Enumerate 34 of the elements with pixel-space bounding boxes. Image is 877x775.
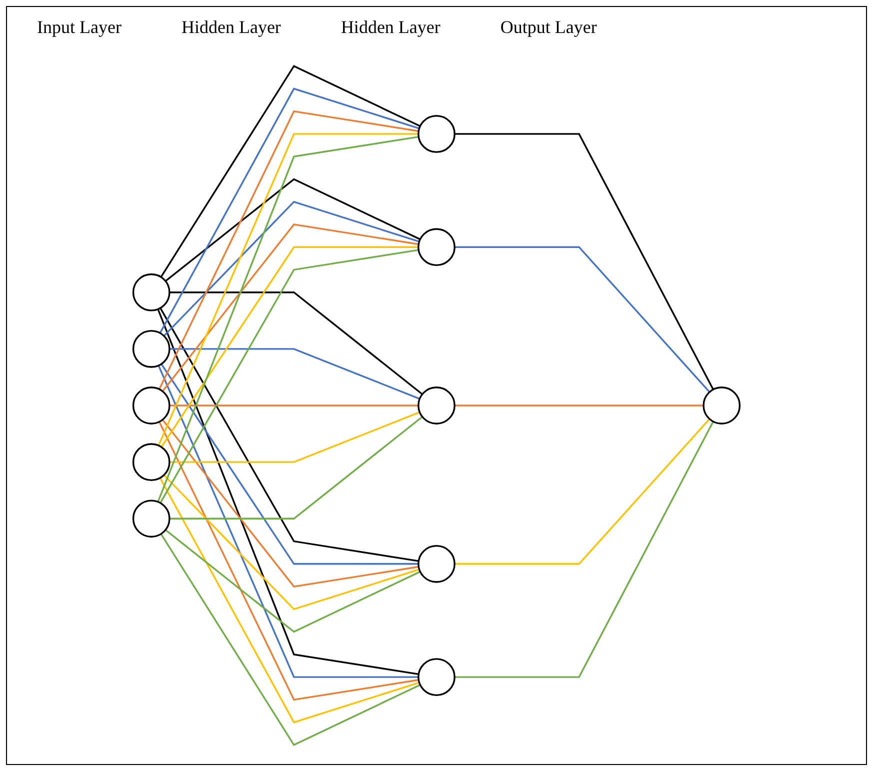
connector (158, 421, 419, 701)
connector (454, 418, 710, 565)
connector (159, 88, 420, 334)
connector (169, 348, 420, 400)
connector (454, 421, 714, 678)
connector (454, 246, 710, 393)
connector (169, 292, 423, 395)
connector (157, 308, 419, 676)
connector (158, 133, 418, 446)
connector (160, 534, 421, 746)
connector (159, 478, 420, 724)
connector (169, 411, 420, 463)
connector (160, 246, 418, 448)
connector (165, 529, 421, 633)
connector (169, 404, 418, 406)
connector (158, 110, 419, 390)
connector (160, 249, 419, 504)
layer-label: Output Layer (500, 17, 597, 38)
connector (454, 133, 714, 390)
connector (163, 200, 420, 337)
layer-label: Input Layer (37, 17, 122, 38)
connector (160, 308, 419, 562)
connector (165, 178, 421, 282)
connector (158, 365, 418, 678)
connector (157, 136, 419, 502)
connector (160, 64, 421, 278)
connector (163, 474, 420, 610)
layer-label: Hidden Layer (181, 17, 281, 38)
connector (162, 419, 419, 588)
connector (169, 416, 423, 520)
layer-label: Hidden Layer (340, 17, 440, 38)
connector (162, 224, 419, 392)
connector (454, 404, 704, 406)
connector (160, 364, 418, 565)
